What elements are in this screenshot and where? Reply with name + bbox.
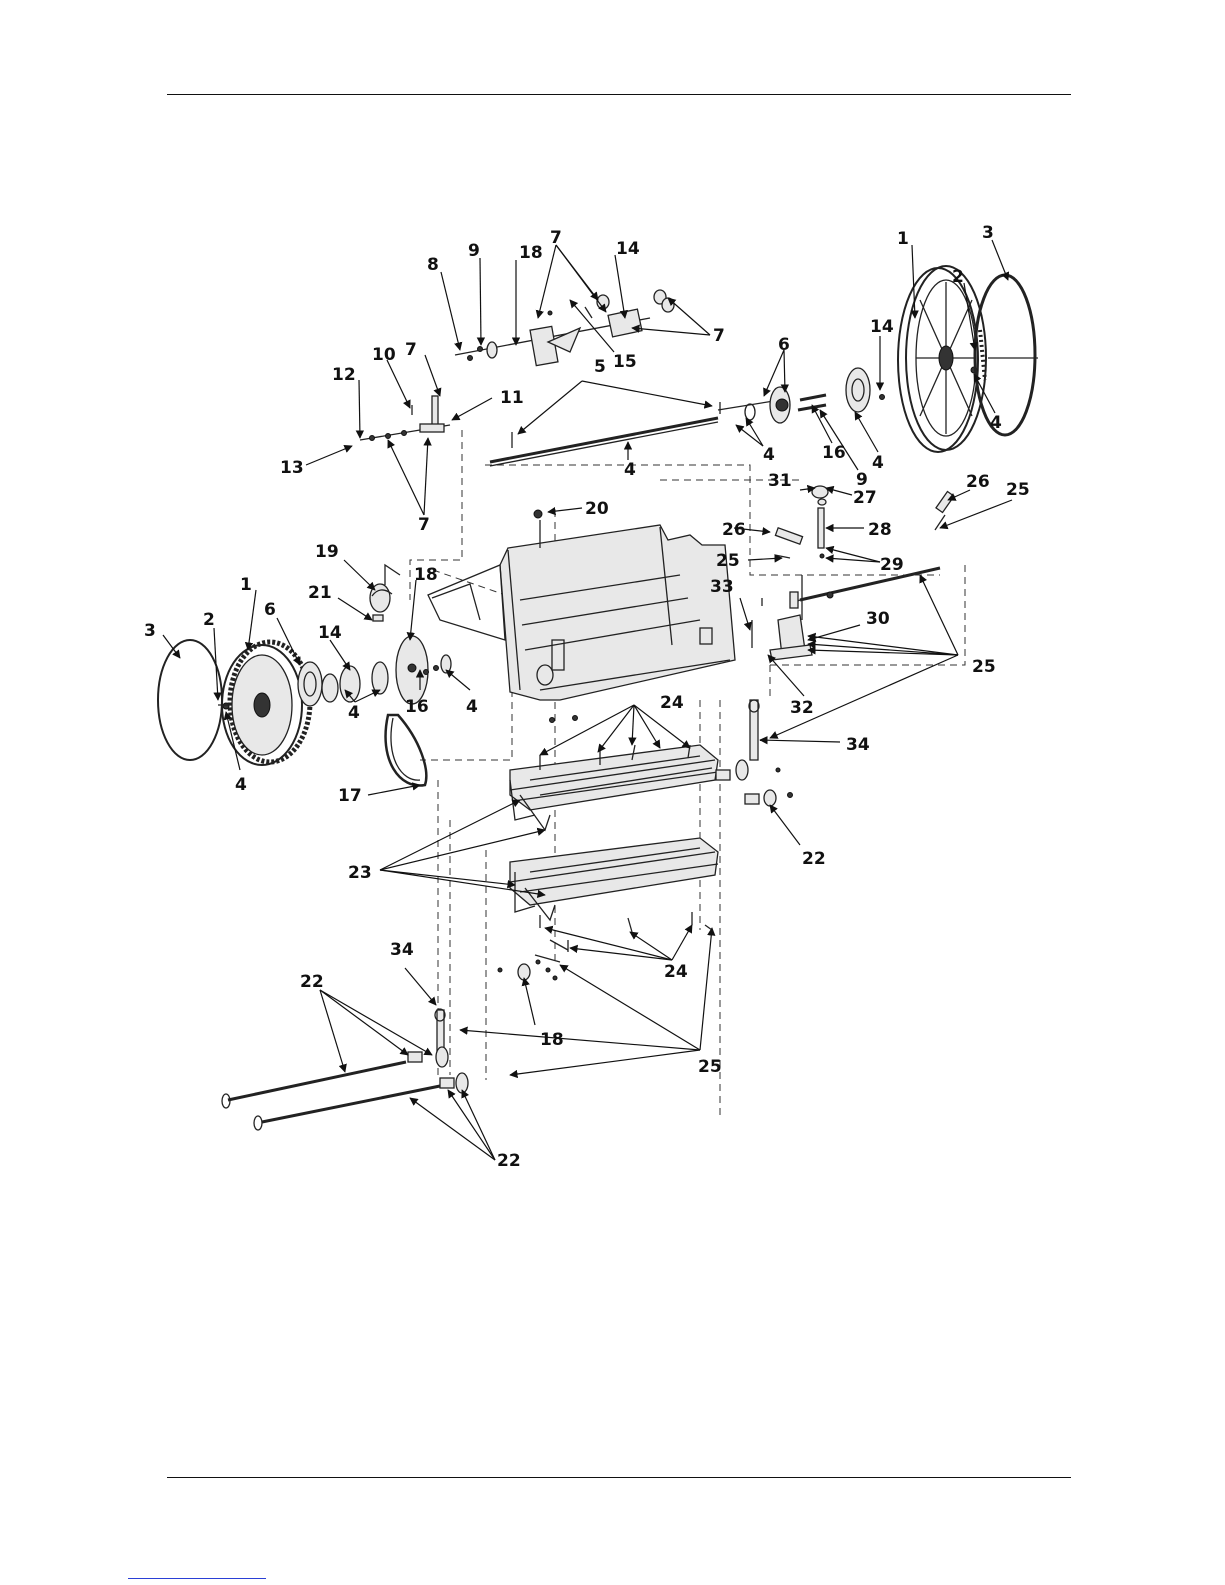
callout-20: 20 [585, 499, 609, 519]
callout-4: 4 [763, 445, 775, 465]
callout-27: 27 [853, 488, 877, 508]
callout-3: 3 [982, 223, 994, 243]
left-wheel-assembly [158, 565, 451, 786]
callout-34: 34 [846, 735, 870, 755]
callout-7: 7 [418, 515, 430, 535]
callout-26: 26 [722, 520, 746, 540]
callout-22: 22 [497, 1151, 521, 1171]
callout-13: 13 [280, 458, 304, 478]
callout-10: 10 [372, 345, 396, 365]
callout-22: 22 [300, 972, 324, 992]
callout-2: 2 [952, 267, 964, 287]
callout-25: 25 [716, 551, 740, 571]
callout-23: 23 [348, 863, 372, 883]
callout-1: 1 [897, 229, 909, 249]
callout-4: 4 [990, 413, 1002, 433]
central-housing [428, 510, 735, 723]
callout-31: 31 [768, 471, 792, 491]
top-linkage-assembly [455, 290, 674, 366]
callout-25: 25 [698, 1057, 722, 1077]
callout-33: 33 [710, 577, 734, 597]
callout-4: 4 [466, 697, 478, 717]
callout-12: 12 [332, 365, 356, 385]
main-axle [490, 400, 780, 466]
upper-brush [510, 745, 718, 830]
callout-8: 8 [427, 255, 439, 275]
callout-9: 9 [468, 241, 480, 261]
callout-6: 6 [264, 600, 276, 620]
callout-3: 3 [144, 621, 156, 641]
callout-14: 14 [318, 623, 342, 643]
callout-5: 5 [594, 357, 606, 377]
callout-25: 25 [1006, 480, 1030, 500]
callout-7: 7 [550, 228, 562, 248]
callout-7: 7 [405, 340, 417, 360]
right-brackets [752, 486, 954, 660]
callout-2: 2 [203, 610, 215, 630]
callout-24: 24 [660, 693, 684, 713]
callout-21: 21 [308, 583, 332, 603]
callout-28: 28 [868, 520, 892, 540]
callout-17: 17 [338, 786, 362, 806]
callout-18: 18 [540, 1030, 564, 1050]
callout-4: 4 [624, 460, 636, 480]
callout-1: 1 [240, 575, 252, 595]
callout-22: 22 [802, 849, 826, 869]
callout-34: 34 [390, 940, 414, 960]
callout-25: 25 [972, 657, 996, 677]
callout-4: 4 [235, 775, 247, 795]
callout-18: 18 [519, 243, 543, 263]
callout-19: 19 [315, 542, 339, 562]
callout-14: 14 [870, 317, 894, 337]
callout-9: 9 [856, 470, 868, 490]
callout-4: 4 [348, 703, 360, 723]
callout-4: 4 [872, 453, 884, 473]
callout-14: 14 [616, 239, 640, 259]
callout-6: 6 [778, 335, 790, 355]
callout-7: 7 [713, 326, 725, 346]
callout-16: 16 [405, 697, 429, 717]
callout-29: 29 [880, 555, 904, 575]
callout-26: 26 [966, 472, 990, 492]
left-link-assembly [360, 396, 450, 441]
right-brush-hardware [716, 700, 793, 806]
callout-15: 15 [613, 352, 637, 372]
callout-18: 18 [414, 565, 438, 585]
callout-32: 32 [790, 698, 814, 718]
callout-11: 11 [500, 388, 524, 408]
callout-16: 16 [822, 443, 846, 463]
callout-30: 30 [866, 609, 890, 629]
callout-24: 24 [664, 962, 688, 982]
